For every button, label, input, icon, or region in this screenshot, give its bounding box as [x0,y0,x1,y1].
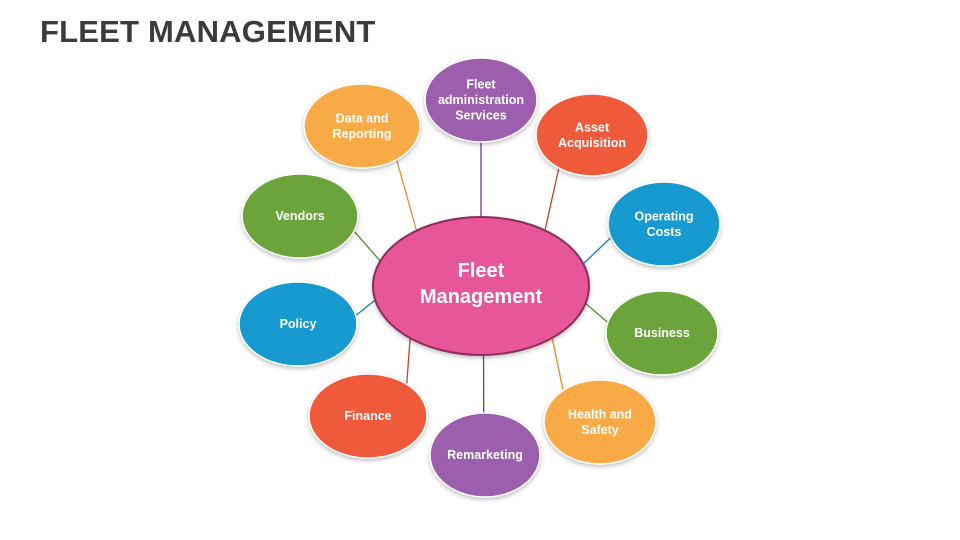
node-bubble [605,290,719,376]
node-label: Business [634,326,690,340]
center-label: Fleet [458,260,505,282]
node-business: Business [605,290,719,376]
node-label: Vendors [275,209,324,223]
connector-operating-costs [582,237,612,265]
center-bubble [372,216,590,356]
node-label: Costs [647,225,682,239]
node-label: Remarketing [447,448,523,462]
connector-vendors [353,230,381,262]
node-bubble [535,93,649,177]
node-label: Policy [280,317,317,331]
slide-title: FLEET MANAGEMENT [40,14,376,49]
node-label: Asset [575,120,610,134]
node-bubble [303,83,421,169]
node-bubble [424,57,538,143]
connector-finance [406,338,411,385]
node-label: administration [438,93,524,107]
center-label: Management [420,286,543,308]
node-bubble [238,281,358,367]
node-label: Fleet [466,78,496,92]
connector-health-and-safety [551,337,564,391]
node-label: Operating [634,209,693,223]
node-label: Services [455,109,506,123]
node-bubble [308,373,428,459]
node-finance: Finance [308,373,428,459]
connector-policy [355,299,376,316]
node-policy: Policy [238,281,358,367]
node-bubble [241,173,359,259]
connector-asset-acquisition [544,167,560,231]
node-label: Health and [568,407,632,421]
node-label: Safety [581,423,619,437]
node-label: Reporting [332,127,391,141]
node-remarketing: Remarketing [429,412,541,498]
node-label: Acquisition [558,136,626,150]
node-bubble [607,181,721,267]
node-bubble [543,379,657,465]
connector-data-and-reporting [395,159,418,231]
node-label: Data and [336,111,389,125]
connector-business [585,302,609,323]
node-vendors: Vendors [241,173,359,259]
node-label: Finance [344,409,391,423]
node-bubble [429,412,541,498]
